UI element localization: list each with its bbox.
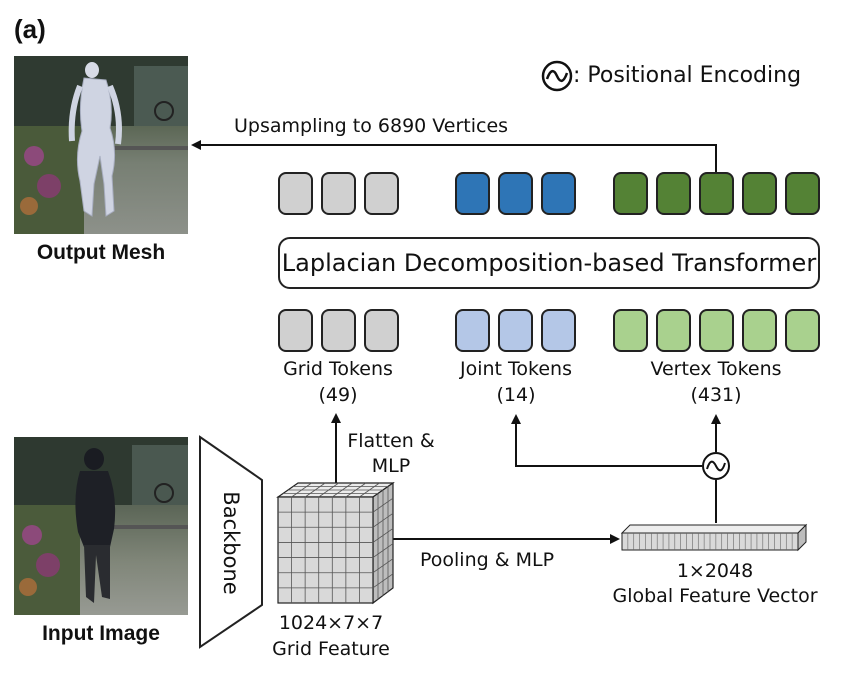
global-feature-vector [620,523,808,552]
output-mesh-image [14,56,188,234]
flatten-label-line1: Flatten & [347,430,435,452]
upsampling-arrow [191,140,717,172]
joint-token [455,309,490,352]
joint-tokens-count: (14) [496,384,536,406]
input-image-label: Input Image [42,622,160,645]
grid-token [278,309,313,352]
backbone-block [199,435,263,649]
grid-tokens-count: (49) [318,384,358,406]
transformer-block: Laplacian Decomposition-based Transforme… [278,237,820,289]
upsampling-label: Upsampling to 6890 Vertices [234,115,509,137]
legend-text: : Positional Encoding [573,63,802,88]
backbone-label-wrap: Backbone [201,480,261,605]
vertex-token [785,309,820,352]
vertex-tokens-count: (431) [690,384,742,406]
output-vertex-token [785,172,820,215]
output-joint-token [541,172,576,215]
output-vertex-token [699,172,734,215]
grid-tokens-label: Grid Tokens [283,358,393,380]
joint-token [498,309,533,352]
vertex-token [699,309,734,352]
output-vertex-token [742,172,777,215]
global-feature-name: Global Feature Vector [612,585,818,607]
output-joint-token [498,172,533,215]
positional-encoding-icon [702,452,730,480]
output-grid-token [321,172,356,215]
vertex-token [742,309,777,352]
output-grid-token [278,172,313,215]
output-grid-token [364,172,399,215]
grid-token [321,309,356,352]
flatten-label-line2: MLP [371,455,411,477]
vertex-tokens-label: Vertex Tokens [650,358,782,380]
grid-feature-cube [276,481,395,605]
pooling-label: Pooling & MLP [420,549,555,571]
backbone-label: Backbone [219,490,243,595]
output-mesh-label: Output Mesh [36,241,166,264]
output-vertex-token [613,172,648,215]
vertex-token [613,309,648,352]
output-vertex-token [656,172,691,215]
transformer-label: Laplacian Decomposition-based Transforme… [281,249,817,277]
global-feature-dims: 1×2048 [676,560,754,582]
input-image [14,437,188,615]
grid-feature-name: Grid Feature [272,638,390,660]
joint-tokens-label: Joint Tokens [460,358,572,380]
panel-label: (a) [14,14,46,44]
grid-feature-dims: 1024×7×7 [278,612,384,634]
joint-token [541,309,576,352]
grid-token [364,309,399,352]
vertex-token [656,309,691,352]
legend-positional-encoding-icon [541,60,573,92]
output-joint-token [455,172,490,215]
joint-token-arrow [511,414,702,467]
